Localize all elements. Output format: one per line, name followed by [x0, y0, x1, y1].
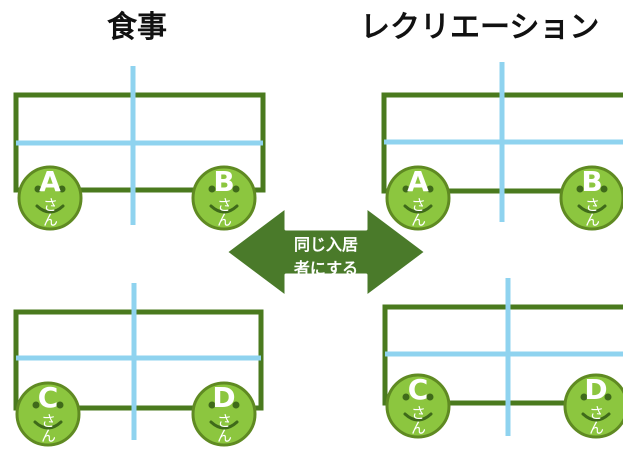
resident-honorific: さん	[587, 405, 605, 435]
resident-face-b: B さん	[559, 165, 623, 231]
resident-letter: D	[212, 381, 235, 414]
resident-honorific: さん	[215, 413, 233, 443]
recreation-title: レクリエーション	[360, 10, 600, 45]
face-smile	[35, 204, 65, 214]
meal-title: 食事	[107, 10, 167, 45]
face-eye-left	[208, 401, 216, 409]
meal-table-top	[13, 66, 266, 225]
resident-face-c: C さん	[15, 381, 81, 447]
resident-letter: D	[584, 373, 607, 406]
resident-letter: B	[581, 165, 602, 198]
resident-face-d: D さん	[191, 381, 257, 447]
double-arrow: 同じ入居 者にする	[224, 205, 428, 299]
face-eye-left	[402, 185, 410, 193]
resident-face-c: C さん	[385, 373, 451, 439]
resident-face-a: A さん	[385, 165, 451, 231]
face-eye-left	[34, 185, 42, 193]
face-smile	[581, 412, 611, 422]
face-eye-right	[426, 393, 434, 401]
resident-honorific: さん	[41, 197, 59, 227]
face-eye-left	[402, 393, 410, 401]
face-circle	[559, 165, 623, 231]
face-eye-left	[208, 185, 216, 193]
resident-honorific: さん	[409, 197, 427, 227]
face-smile	[209, 204, 239, 214]
face-circle	[191, 165, 257, 231]
resident-face-d: D さん	[563, 373, 623, 439]
resident-face-b: B さん	[191, 165, 257, 231]
arrow-label-line2: 者にする	[293, 259, 358, 278]
resident-honorific: さん	[583, 197, 601, 227]
resident-honorific: さん	[215, 197, 233, 227]
face-eye-right	[58, 185, 66, 193]
face-smile	[209, 420, 239, 430]
resident-letter: C	[408, 373, 429, 406]
face-smile	[403, 204, 433, 214]
resident-letter: C	[38, 381, 59, 414]
resident-honorific: さん	[39, 413, 57, 443]
face-eye-right	[604, 393, 612, 401]
face-eye-left	[580, 393, 588, 401]
resident-letter: A	[407, 165, 429, 198]
face-eye-left	[576, 185, 584, 193]
face-eye-right	[232, 401, 240, 409]
face-circle	[17, 165, 83, 231]
arrow-label-line1: 同じ入居	[294, 235, 358, 254]
face-eye-right	[56, 401, 64, 409]
face-eye-right	[232, 185, 240, 193]
meal-table-bottom	[13, 283, 264, 440]
resident-letter: A	[39, 165, 61, 198]
double-arrow-shape	[224, 205, 428, 299]
resident-face-a: A さん	[17, 165, 83, 231]
resident-honorific: さん	[409, 405, 427, 435]
face-smile	[33, 420, 63, 430]
face-smile	[403, 412, 433, 422]
face-eye-right	[600, 185, 608, 193]
resident-letter: B	[213, 165, 234, 198]
face-circle	[15, 381, 81, 447]
recreation-table-bottom	[382, 278, 623, 436]
face-circle	[563, 373, 623, 439]
face-circle	[385, 373, 451, 439]
face-circle	[385, 165, 451, 231]
face-circle	[191, 381, 257, 447]
face-eye-left	[32, 401, 40, 409]
recreation-table-top	[381, 62, 623, 222]
face-smile	[577, 204, 607, 214]
face-eye-right	[426, 185, 434, 193]
